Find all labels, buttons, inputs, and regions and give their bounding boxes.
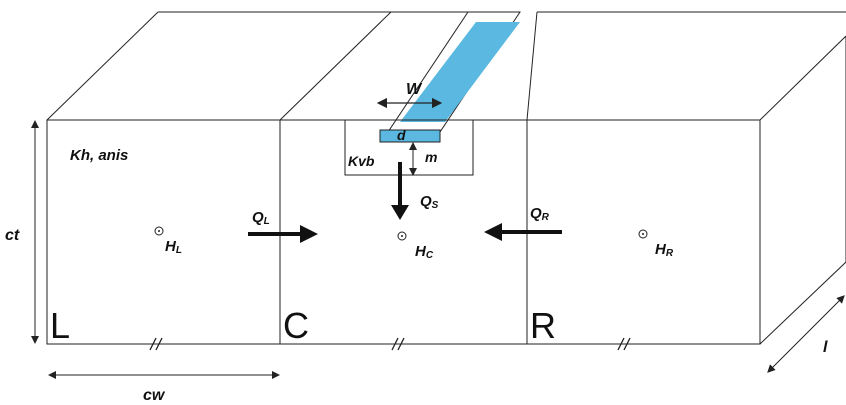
streambed-cell (379, 129, 441, 143)
head-right: HR (638, 229, 674, 259)
kh-anis-label: Kh, anis (70, 147, 128, 164)
qs-arrow-head (391, 205, 409, 220)
top-divider-right (526, 11, 538, 121)
top-right-edge (759, 35, 846, 121)
top-divider-left (279, 11, 392, 121)
ct-label: ct (5, 227, 20, 244)
cw-label: cw (143, 387, 166, 404)
cell-left-letter: L (50, 305, 70, 346)
stream-water (400, 22, 520, 122)
head-left: HL (154, 226, 182, 256)
qr-arrow-head (484, 223, 502, 241)
head-center-label: HC (415, 243, 434, 261)
cell-right-letter: R (530, 305, 556, 346)
head-right-label: HR (655, 241, 674, 259)
l-label: l (823, 339, 828, 356)
qr-label: QR (530, 205, 550, 223)
qs-label: QS (420, 193, 439, 211)
stream-channel (344, 11, 521, 176)
ql-arrow-head (300, 225, 318, 243)
head-left-label: HL (165, 238, 182, 256)
depth-label: d (397, 127, 406, 143)
cell-center-letter: C (283, 305, 309, 346)
top-left-edge (46, 11, 159, 121)
l-arrow (767, 295, 845, 373)
break-marks (149, 337, 631, 351)
head-center: HC (397, 231, 434, 261)
kvb-label: Kvb (348, 153, 375, 169)
bottom-right-edge (759, 261, 846, 345)
m-label: m (425, 149, 437, 165)
ql-label: QL (252, 209, 270, 227)
width-label: W (406, 81, 423, 98)
